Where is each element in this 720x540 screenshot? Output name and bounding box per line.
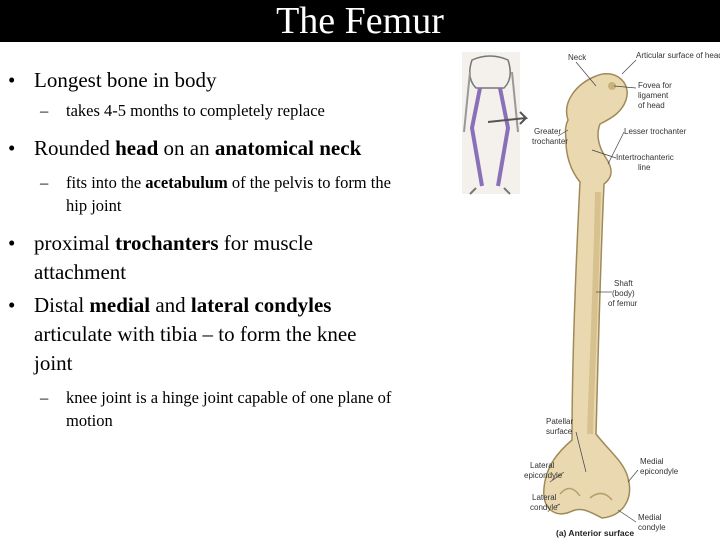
label-fovea-line1: Fovea for	[638, 81, 672, 90]
sub-bullet-text: takes 4-5 months to completely replace	[66, 99, 325, 122]
label-patellar-surface-line1: Patellar	[546, 417, 573, 426]
label-patellar-surface-line2: surface	[546, 427, 573, 436]
bullet-text: Rounded head on an anatomical neck	[34, 134, 361, 163]
skeleton-thumbnail	[462, 52, 529, 195]
label-neck: Neck	[568, 53, 587, 62]
femur-illustration: Neck Articular surface of head Fovea for…	[462, 51, 720, 538]
label-medial-epicondyle-line2: epicondyle	[640, 467, 679, 476]
bullet-text: proximal trochanters for muscle attachme…	[34, 229, 400, 287]
text-run: takes 4-5 months to completely replace	[66, 101, 325, 120]
sub-bullet-dash: –	[40, 101, 49, 120]
label-greater-trochanter-line2: trochanter	[532, 137, 568, 146]
label-greater-trochanter-line1: Greater	[534, 127, 561, 136]
label-fovea-line3: of head	[638, 101, 665, 110]
bullet-item: • Distal medial and lateral condyles art…	[8, 291, 400, 378]
label-lateral-epicondyle-line2: epicondyle	[524, 471, 563, 480]
sub-bullet-item: – knee joint is a hinge joint capable of…	[40, 386, 400, 432]
label-shaft-line2: (body)	[612, 289, 635, 298]
sub-bullet-text: knee joint is a hinge joint capable of o…	[66, 386, 400, 432]
text-run: for muscle attachment	[34, 231, 313, 284]
label-lateral-epicondyle-line1: Lateral	[530, 461, 555, 470]
bold-term-anatomical-neck: anatomical neck	[214, 136, 362, 160]
title-bar: The Femur	[0, 0, 720, 42]
bullet-dot: •	[8, 136, 16, 160]
text-run: and	[150, 293, 191, 317]
text-run: fits into the	[66, 173, 146, 192]
bullet-item: • proximal trochanters for muscle attach…	[8, 229, 400, 287]
bold-term-lateral-condyles: lateral condyles	[190, 293, 332, 317]
label-lateral-condyle-line2: condyle	[530, 503, 558, 512]
text-run: knee joint is a hinge joint capable of o…	[66, 388, 392, 430]
text-run: articulate with tibia – to form the knee…	[34, 322, 357, 375]
label-intertrochanteric-line1: Intertrochanteric	[616, 153, 674, 162]
label-medial-condyle-line1: Medial	[638, 513, 662, 522]
bullet-text: Longest bone in body	[34, 66, 217, 95]
sub-bullet-dash: –	[40, 388, 49, 407]
label-intertrochanteric-line2: line	[638, 163, 651, 172]
label-medial-epicondyle-line1: Medial	[640, 457, 664, 466]
sub-bullet-dash: –	[40, 173, 49, 192]
label-shaft-line3: of femur	[608, 299, 638, 308]
label-shaft-line1: Shaft	[614, 279, 633, 288]
sub-bullet-text: fits into the acetabulum of the pelvis t…	[66, 171, 400, 217]
figure-caption: (a) Anterior surface	[556, 528, 634, 538]
bold-term-trochanters: trochanters	[115, 231, 219, 255]
text-run: of the pelvis to form the hip joint	[66, 173, 391, 215]
text-run: Rounded	[34, 136, 116, 160]
sub-bullet-item: – fits into the acetabulum of the pelvis…	[40, 171, 400, 217]
slide-title: The Femur	[276, 0, 444, 42]
bullet-dot: •	[8, 231, 16, 255]
label-fovea-line2: ligament	[638, 91, 669, 100]
text-run: on an	[158, 136, 215, 160]
bullet-dot: •	[8, 293, 16, 317]
label-medial-condyle-line2: condyle	[638, 523, 666, 532]
text-run: Distal	[34, 293, 90, 317]
label-lateral-condyle-line1: Lateral	[532, 493, 557, 502]
bold-term-acetabulum: acetabulum	[145, 173, 228, 192]
bullet-text: Distal medial and lateral condyles artic…	[34, 291, 400, 378]
bullet-dot: •	[8, 68, 16, 92]
bold-term-medial: medial	[89, 293, 151, 317]
femur-figure: Neck Articular surface of head Fovea for…	[400, 42, 720, 540]
text-run: Longest bone in body	[34, 68, 217, 92]
bullet-item: • Rounded head on an anatomical neck	[8, 134, 400, 163]
sub-bullet-item: – takes 4-5 months to completely replace	[40, 99, 400, 122]
femur-bone	[543, 73, 631, 519]
bullet-list: • Longest bone in body – takes 4-5 month…	[8, 66, 400, 444]
figure-labels: Neck Articular surface of head Fovea for…	[524, 51, 720, 538]
label-lesser-trochanter: Lesser trochanter	[624, 127, 687, 136]
text-run: proximal	[34, 231, 116, 255]
bullet-item: • Longest bone in body	[8, 66, 400, 95]
label-articular-surface: Articular surface of head	[636, 51, 720, 60]
bold-term-head: head	[115, 136, 159, 160]
